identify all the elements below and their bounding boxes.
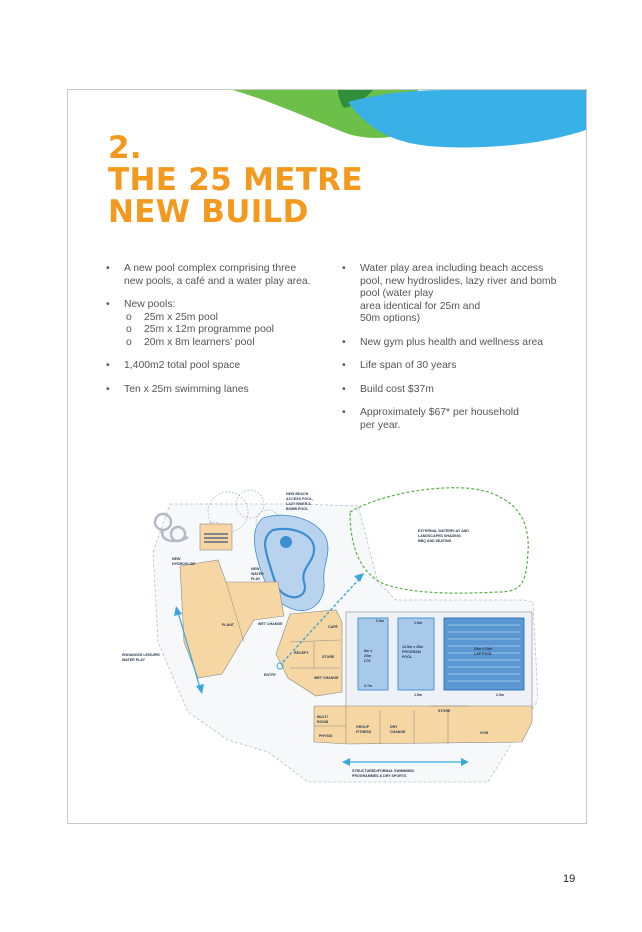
entry-building-dividers (289, 639, 341, 669)
label-external-2: LANDSCAPED SHADING, (418, 534, 462, 538)
page-heading: 2. THE 25 METRE NEW BUILD (108, 132, 363, 228)
label-program-3: POOL (402, 655, 413, 659)
plant-divider (225, 581, 245, 643)
structured-arrow (342, 758, 469, 766)
program-pool (397, 617, 435, 691)
left-bullet-list: A new pool complex comprising three new … (104, 263, 314, 407)
sub-bullet-programme-pool: 25m x 12m programme pool (124, 324, 314, 337)
label-gym: GYM (480, 731, 488, 735)
label-enhanced-1: ENHANCED LEISURE/ (122, 653, 160, 657)
label-lap-2: LAP POOL (474, 652, 493, 656)
hydroslide-tower (199, 523, 233, 551)
site-plan-diagram: NEW BEACH ACCESS POOL, LAZY RIVER & BOMB… (122, 487, 538, 783)
label-enhanced-2: WATER PLAY (122, 658, 146, 662)
leisure-arrow (174, 606, 204, 694)
page-number: 19 (563, 873, 576, 885)
entry-marker (276, 662, 284, 670)
label-store-2: STORE (438, 709, 451, 713)
sub-bullet-learners-pool: 20m x 8m learners’ pool (124, 337, 314, 350)
bullet-new-pools-label: New pools: (124, 299, 176, 310)
label-cafe: CAFÉ (328, 624, 338, 629)
label-external-3: BBQ AND SEATING (418, 539, 452, 543)
label-dry-change-2: CHANGE (390, 730, 406, 734)
label-water-play-2: WATER (251, 572, 264, 576)
label-physio: PHYSIO (319, 734, 333, 738)
bullet-pool-complex: A new pool complex comprising three new … (104, 263, 314, 288)
label-hydroslide-2: HYDROSLIDE (172, 562, 196, 566)
blue-swoosh (348, 90, 586, 148)
household-cost-text-a: Approximately $67* per household (360, 407, 519, 418)
lazy-river (264, 527, 316, 599)
label-program-2: PROGRAM (402, 650, 421, 654)
label-multi-room-1: MULTI (317, 715, 328, 719)
lap-pool (443, 617, 525, 691)
label-lap-1: 25m x 25m (474, 647, 492, 651)
hydroslide-loops (153, 512, 189, 543)
label-water-play-3: PLAY (251, 577, 261, 581)
label-hydroslide-1: NEW (172, 557, 181, 561)
label-structured-1: STRUCTURED/FORMAL SWIMMING/ (352, 769, 414, 773)
dry-sports-building (313, 705, 533, 745)
label-recept: RECEPT. (294, 651, 309, 655)
circulation-arrows (282, 573, 364, 663)
entry-building (275, 609, 343, 697)
bullet-water-play: Water play area including beach access p… (340, 263, 562, 326)
dry-sports-dividers (314, 705, 468, 744)
label-water-play-1: NEW (251, 567, 260, 571)
label-dim-1-5b: 1.5m (414, 693, 422, 697)
label-beach-2: ACCESS POOL, (286, 497, 313, 501)
label-dim-0-9: 0.9m (376, 619, 384, 623)
sub-bullet-lap-pool: 25m x 25m pool (124, 312, 314, 325)
household-cost-text-b: per year. (360, 419, 401, 431)
label-program-1: 12.5m x 25m (402, 645, 423, 649)
hydroslide-stairs (204, 533, 228, 543)
heading-line-1: THE 25 METRE (108, 162, 363, 198)
bullet-gym: New gym plus health and wellness area (340, 337, 562, 350)
label-learners-3: LTS (364, 659, 371, 663)
label-beach-1: NEW BEACH (286, 492, 309, 496)
label-group-fitness-1: GROUP (356, 725, 370, 729)
pool-sublist: 25m x 25m pool 25m x 12m programme pool … (124, 312, 314, 350)
document-page: 2. THE 25 METRE NEW BUILD A new pool com… (67, 89, 587, 824)
label-beach-3: LAZY RIVER & (286, 502, 311, 506)
bomb-pool (280, 536, 292, 548)
bullet-swimming-lanes: Ten x 25m swimming lanes (104, 384, 314, 397)
bullet-household-cost: Approximately $67* per household per yea… (340, 407, 562, 432)
label-dim-0-7: 0.7m (364, 684, 372, 688)
plant-building (179, 559, 285, 679)
decorative-swoosh (233, 90, 586, 148)
external-waterplay-zone (349, 487, 529, 594)
heading-number: 2. (108, 130, 142, 166)
label-store: STORE (322, 655, 335, 659)
label-dry-change-1: DRY (390, 725, 398, 729)
learners-pool (357, 617, 389, 691)
label-entry: ENTRY (264, 673, 277, 677)
label-wet-change: WET CHANGE (258, 622, 283, 626)
water-play-text-b: area identical for 25m and (360, 300, 481, 312)
heading-line-2: NEW BUILD (108, 194, 309, 230)
label-group-fitness-2: FITNESS (356, 730, 372, 734)
bullet-build-cost: Build cost $37m (340, 384, 562, 397)
label-plant: PLANT (222, 623, 235, 627)
lap-pool-lanes (448, 624, 520, 682)
label-multi-room-2: ROOM (317, 720, 328, 724)
label-dim-1-5a: 1.5m (414, 621, 422, 625)
bullet-life-span: Life span of 30 years (340, 360, 562, 373)
water-play-text-c: 50m options) (360, 313, 421, 324)
label-external-1: EXTERNAL WATERPLAY AND (418, 529, 469, 533)
right-bullet-list: Water play area including beach access p… (340, 263, 562, 443)
bullet-new-pools: New pools: 25m x 25m pool 25m x 12m prog… (104, 299, 314, 349)
water-play-text-a: Water play area including beach access p… (360, 263, 557, 299)
label-dim-2-0: 2.0m (496, 693, 504, 697)
bullet-pool-space: 1,400m2 total pool space (104, 360, 314, 373)
label-structured-2: PROGRAMMES & DRY SPORTS (352, 774, 407, 778)
dark-green-swoosh (338, 90, 373, 108)
label-learners-1: 8m x (364, 649, 372, 653)
label-learners-2: 20m (364, 654, 371, 658)
label-wet-change-2: WET CHANGE (314, 676, 339, 680)
label-beach-4: BOMB POOL (286, 507, 309, 511)
